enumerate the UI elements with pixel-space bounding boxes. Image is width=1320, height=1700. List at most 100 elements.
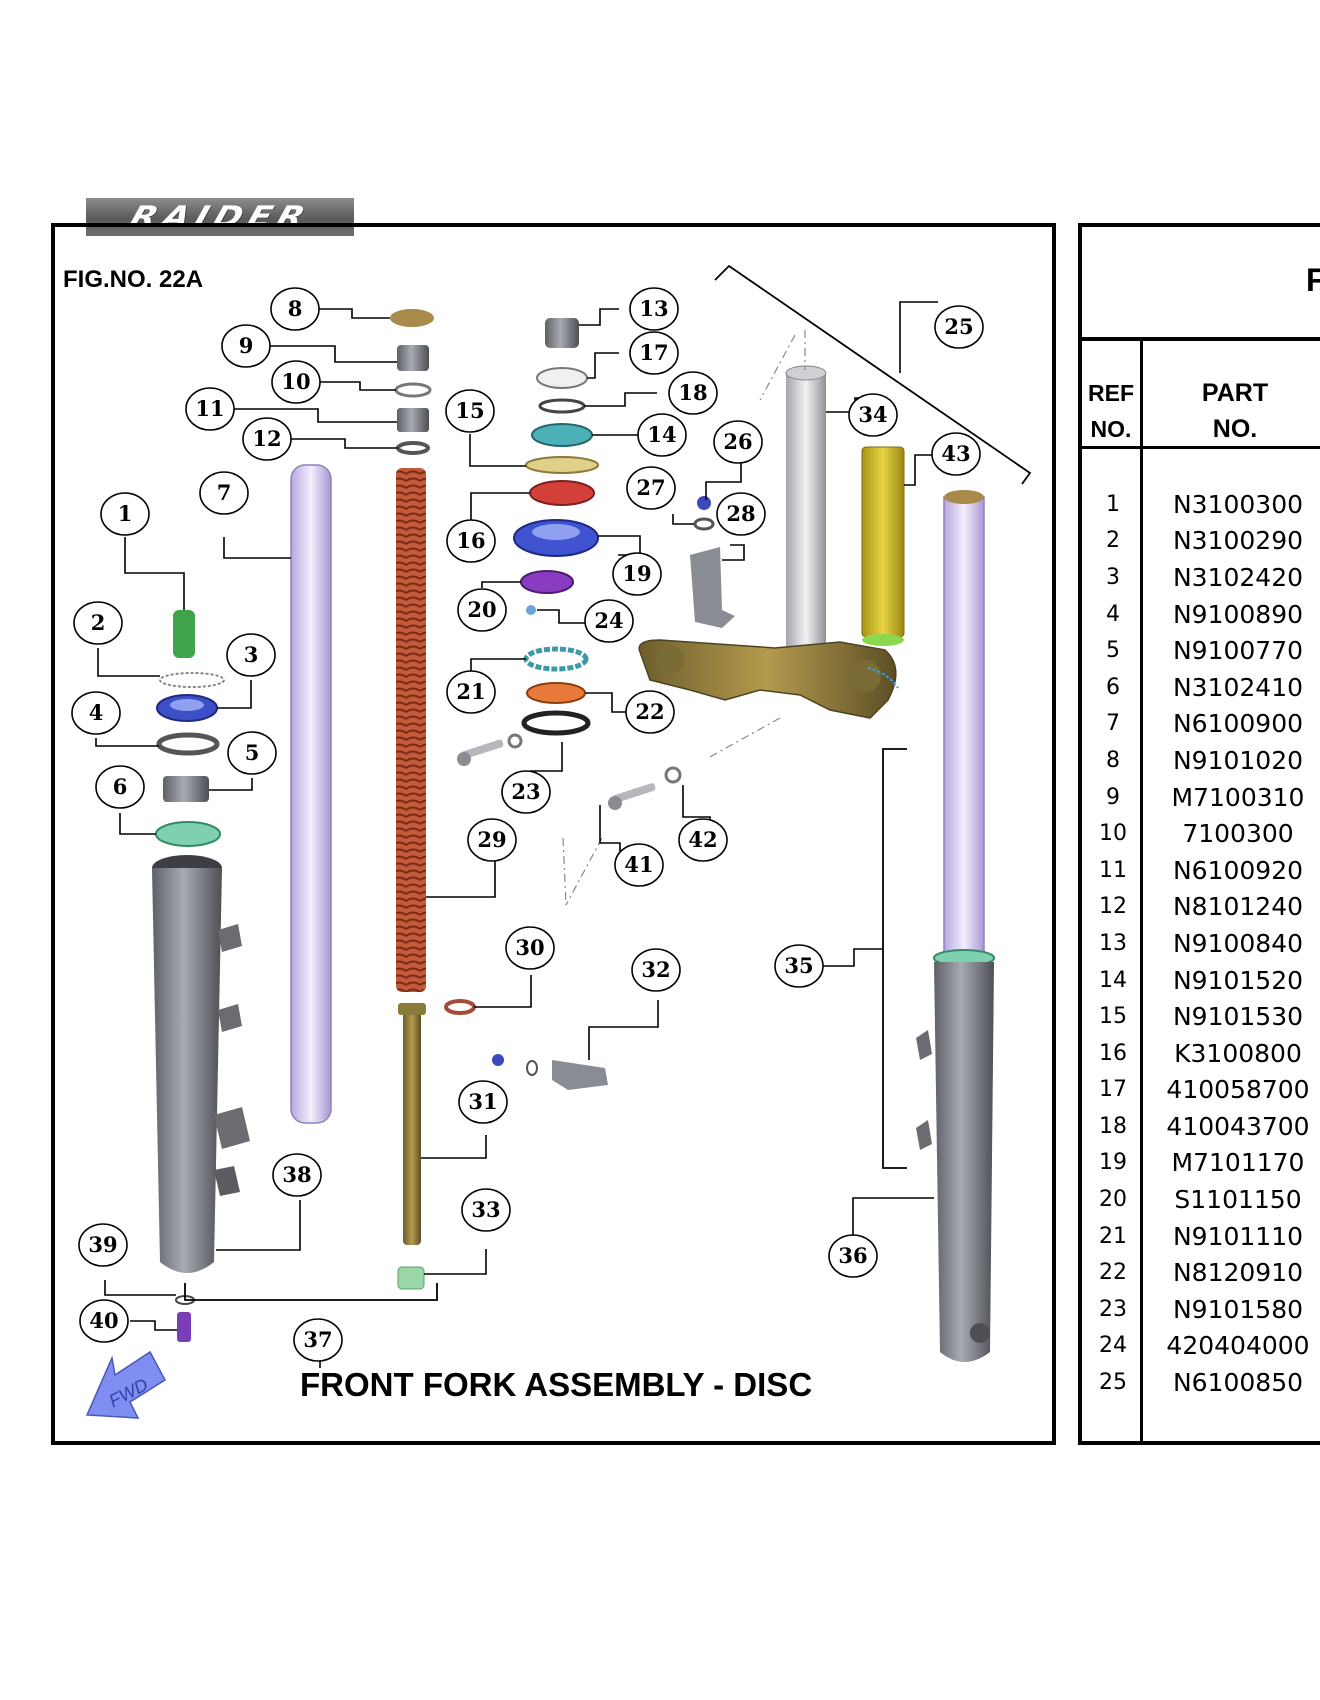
part-43-sleeve bbox=[861, 446, 905, 638]
callout-28: 28 bbox=[716, 492, 766, 536]
callout-label: 41 bbox=[624, 852, 653, 877]
part-23-bolt bbox=[457, 733, 523, 766]
callout-label: 18 bbox=[678, 380, 707, 405]
table-row: 15 N9101530 bbox=[1082, 998, 1320, 1035]
part-36-outer-tube-assembled bbox=[916, 962, 994, 1362]
callout-24: 24 bbox=[584, 599, 634, 643]
callout-label: 23 bbox=[511, 779, 540, 804]
callout-label: 19 bbox=[622, 561, 651, 586]
callout-label: 28 bbox=[726, 501, 755, 526]
part-32-clamp bbox=[492, 1054, 608, 1090]
callout-17: 17 bbox=[629, 331, 679, 375]
callout-label: 2 bbox=[91, 610, 106, 635]
callout-41: 41 bbox=[614, 843, 664, 887]
part-43-ring bbox=[862, 634, 904, 646]
callout-30: 30 bbox=[505, 926, 555, 970]
ref-header-line1: REF bbox=[1088, 380, 1134, 406]
ref-no-header: REF NO. bbox=[1082, 375, 1140, 447]
part-11 bbox=[397, 408, 429, 432]
callout-label: 13 bbox=[639, 296, 668, 321]
row-part-no: N3100290 bbox=[1172, 526, 1304, 556]
row-ref-no: 19 bbox=[1099, 1150, 1127, 1176]
callout-4: 4 bbox=[71, 691, 121, 735]
group-bracket-37 bbox=[184, 1283, 438, 1301]
part-31-head bbox=[398, 1003, 426, 1015]
callout-10: 10 bbox=[271, 360, 321, 404]
row-part-no: N6100850 bbox=[1172, 1368, 1304, 1398]
callout-label: 21 bbox=[456, 679, 485, 704]
figure-caption: FRONT FORK ASSEMBLY - DISC bbox=[300, 1366, 813, 1403]
row-part-no: K3100800 bbox=[1174, 1038, 1302, 1068]
part-2-clip bbox=[159, 672, 225, 688]
callout-1: 1 bbox=[100, 492, 150, 536]
row-ref-no: 25 bbox=[1099, 1370, 1127, 1396]
callout-20: 20 bbox=[457, 588, 507, 632]
callout-22: 22 bbox=[625, 690, 675, 734]
row-ref-no: 22 bbox=[1099, 1260, 1127, 1286]
row-ref-no: 18 bbox=[1099, 1113, 1127, 1139]
callout-6: 6 bbox=[95, 765, 145, 809]
row-part-no: N9101020 bbox=[1172, 745, 1304, 775]
part-15-lock-plate bbox=[525, 456, 599, 474]
callout-13: 13 bbox=[629, 287, 679, 331]
callout-34: 34 bbox=[848, 393, 898, 437]
callout-label: 9 bbox=[239, 333, 254, 358]
part-13 bbox=[545, 318, 579, 348]
table-column-divider bbox=[1140, 339, 1143, 1445]
callout-29: 29 bbox=[467, 818, 517, 862]
group-bracket-25 bbox=[714, 264, 1032, 485]
part-19-inner bbox=[532, 524, 580, 540]
row-ref-no: 15 bbox=[1099, 1004, 1127, 1030]
row-ref-no: 8 bbox=[1106, 747, 1120, 773]
part-18 bbox=[538, 398, 586, 414]
callout-33: 33 bbox=[461, 1188, 511, 1232]
part-14 bbox=[531, 423, 593, 447]
callout-32: 32 bbox=[631, 948, 681, 992]
callout-label: 17 bbox=[639, 340, 668, 365]
row-ref-no: 17 bbox=[1099, 1077, 1127, 1103]
callout-31: 31 bbox=[458, 1080, 508, 1124]
part-26 bbox=[697, 496, 711, 510]
fwd-arrow-icon: FWD bbox=[85, 1350, 166, 1419]
fork-top-cap bbox=[944, 490, 984, 504]
callout-label: 10 bbox=[281, 369, 310, 394]
part-16 bbox=[529, 480, 595, 506]
row-ref-no: 6 bbox=[1106, 674, 1120, 700]
callout-label: 40 bbox=[89, 1308, 118, 1333]
callout-label: 42 bbox=[688, 827, 717, 852]
part-3-inner bbox=[170, 699, 204, 711]
row-ref-no: 11 bbox=[1099, 857, 1127, 883]
part-30-seal bbox=[444, 999, 476, 1015]
callout-42: 42 bbox=[678, 818, 728, 862]
row-ref-no: 7 bbox=[1106, 711, 1120, 737]
row-ref-no: 4 bbox=[1106, 601, 1120, 627]
part-31-damper-rod bbox=[403, 1005, 421, 1245]
row-part-no: 7100300 bbox=[1182, 819, 1294, 849]
part-34-stem bbox=[786, 373, 826, 658]
callout-label: 3 bbox=[244, 642, 259, 667]
row-part-no: N9101110 bbox=[1172, 1221, 1304, 1251]
callout-16: 16 bbox=[446, 519, 496, 563]
ref-header-line2: NO. bbox=[1090, 416, 1132, 442]
row-ref-no: 16 bbox=[1099, 1040, 1127, 1066]
callout-36: 36 bbox=[828, 1234, 878, 1278]
part-5-bush bbox=[163, 776, 209, 802]
row-part-no: N9101530 bbox=[1172, 1002, 1304, 1032]
callout-14: 14 bbox=[637, 413, 687, 457]
part-no-header: PART NO. bbox=[1150, 375, 1320, 447]
alignment-lines bbox=[562, 330, 806, 906]
callout-label: 34 bbox=[858, 402, 887, 427]
table-row: 8 N9101020 bbox=[1082, 742, 1320, 779]
row-ref-no: 12 bbox=[1099, 894, 1127, 920]
part-12-washer bbox=[396, 441, 430, 455]
